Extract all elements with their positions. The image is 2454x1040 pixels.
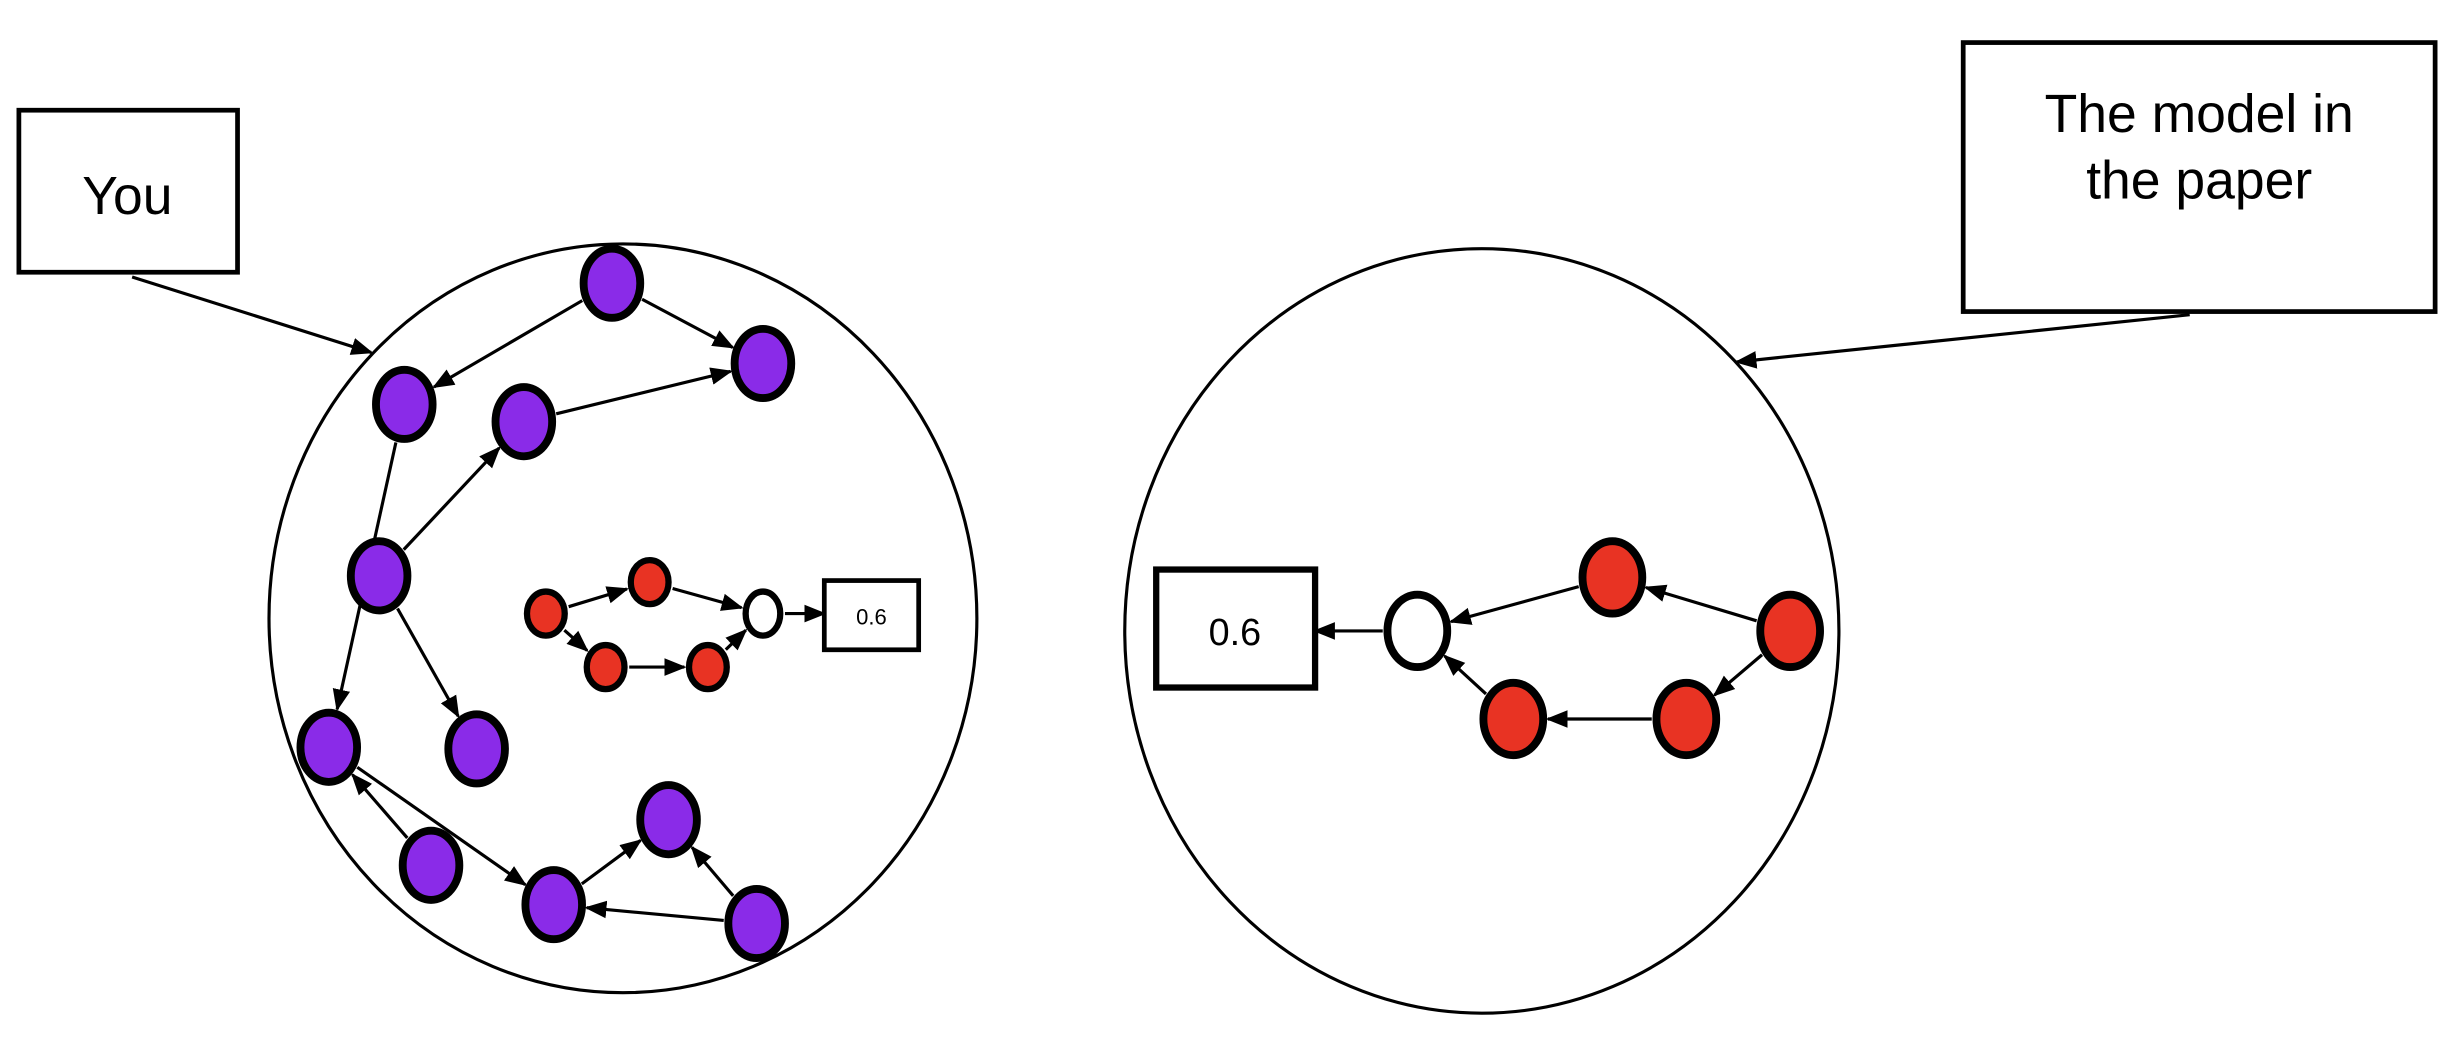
edge-arrow — [1643, 584, 1758, 623]
purple-node — [296, 708, 362, 786]
purple-node — [730, 324, 796, 403]
red-node — [627, 556, 672, 608]
purple-node — [724, 884, 789, 963]
edge-arrow — [580, 839, 643, 886]
edge-arrow — [396, 607, 460, 719]
red-node — [1756, 590, 1824, 672]
purple-node — [636, 781, 701, 859]
purple-node — [372, 365, 437, 443]
purple-node — [346, 537, 412, 615]
you-label: You — [82, 167, 172, 226]
right-network-ellipse — [1123, 247, 1841, 1015]
edge-arrow — [641, 297, 735, 349]
paper-pointer-arrow — [1734, 313, 2190, 369]
you-pointer-arrow — [131, 275, 374, 355]
edge-arrow — [563, 628, 589, 652]
edge-arrow — [568, 586, 629, 609]
red-node — [1578, 537, 1647, 618]
right-output-value: 0.6 — [1209, 611, 1261, 653]
red-node — [583, 641, 628, 693]
edge-arrow — [672, 586, 744, 611]
purple-node — [579, 244, 645, 322]
output-node — [742, 588, 784, 639]
red-node — [1652, 678, 1721, 760]
edge-arrow — [1712, 653, 1764, 697]
edge-arrow — [356, 765, 528, 886]
paper-label-box: The model in the paper — [1960, 40, 2438, 314]
paper-label-line1: The model in — [2045, 85, 2354, 144]
purple-node — [398, 826, 464, 904]
red-node — [685, 641, 730, 693]
purple-node — [521, 866, 586, 944]
edge-arrow — [402, 446, 501, 551]
edge-arrow — [1443, 654, 1488, 696]
edge-arrow — [690, 845, 735, 897]
edge-arrow — [555, 367, 733, 416]
left-output-box: 0.6 — [821, 578, 922, 653]
edge-arrow — [584, 900, 724, 922]
left-network-ellipse — [267, 242, 979, 995]
right-output-box: 0.6 — [1153, 566, 1319, 691]
output-node — [1383, 590, 1452, 672]
you-label-box: You — [16, 107, 240, 275]
edge-arrow — [351, 773, 409, 839]
red-node — [1479, 678, 1548, 760]
purple-node — [491, 383, 557, 461]
purple-node — [444, 710, 509, 788]
edge-arrow — [724, 628, 748, 651]
edge-arrow — [1448, 585, 1580, 625]
edge-arrow — [432, 299, 584, 389]
left-output-value: 0.6 — [856, 605, 887, 630]
paper-label-line2: the paper — [2086, 151, 2312, 210]
red-node — [523, 588, 568, 639]
